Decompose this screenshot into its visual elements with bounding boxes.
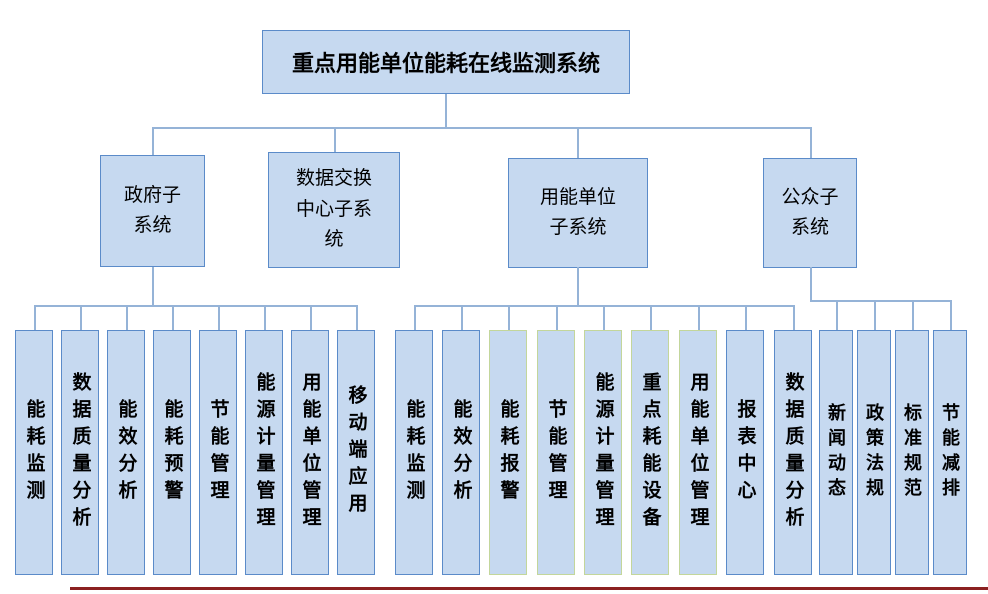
- leaf-box: 用能单位管理: [679, 330, 717, 575]
- leaf-box: 新闻动态: [819, 330, 853, 575]
- leaf-box: 节能减排: [933, 330, 967, 575]
- connector-line: [912, 300, 914, 330]
- leaf-box: 用能单位管理: [291, 330, 329, 575]
- connector-line: [126, 305, 128, 330]
- connector-line: [80, 305, 82, 330]
- connector-line: [152, 127, 812, 129]
- connector-line: [34, 305, 36, 330]
- connector-line: [950, 300, 952, 330]
- leaf-box: 能源计量管理: [584, 330, 622, 575]
- connector-line: [310, 305, 312, 330]
- connector-line: [793, 305, 795, 330]
- leaf-box: 节能管理: [199, 330, 237, 575]
- connector-line: [34, 305, 358, 307]
- connector-line: [264, 305, 266, 330]
- connector-line: [152, 127, 154, 155]
- leaf-box: 重点耗能设备: [631, 330, 669, 575]
- leaf-box: 标准规范: [895, 330, 929, 575]
- connector-line: [577, 127, 579, 158]
- connector-line: [556, 305, 558, 330]
- connector-line: [836, 300, 838, 330]
- connector-line: [810, 267, 812, 300]
- leaf-box: 节能管理: [537, 330, 575, 575]
- subsystem-box-public: 公众子 系统: [763, 158, 857, 268]
- footer-divider: [70, 587, 988, 590]
- leaf-box: 数据质量分析: [774, 330, 812, 575]
- connector-line: [810, 127, 812, 158]
- connector-line: [172, 305, 174, 330]
- connector-line: [577, 267, 579, 305]
- leaf-box: 能耗监测: [15, 330, 53, 575]
- connector-line: [745, 305, 747, 330]
- connector-line: [874, 300, 876, 330]
- leaf-box: 能耗监测: [395, 330, 433, 575]
- subsystem-box-data-exchange-center: 数据交换 中心子系 统: [268, 152, 400, 268]
- subsystem-box-energy-unit: 用能单位 子系统: [508, 158, 648, 268]
- connector-line: [414, 305, 416, 330]
- connector-line: [650, 305, 652, 330]
- leaf-box: 能效分析: [442, 330, 480, 575]
- connector-line: [461, 305, 463, 330]
- connector-line: [810, 300, 952, 302]
- connector-line: [508, 305, 510, 330]
- connector-line: [603, 305, 605, 330]
- leaf-box: 移动端应用: [337, 330, 375, 575]
- connector-line: [445, 94, 447, 127]
- leaf-box: 数据质量分析: [61, 330, 99, 575]
- connector-line: [356, 305, 358, 330]
- leaf-box: 能耗报警: [489, 330, 527, 575]
- connector-line: [152, 267, 154, 305]
- connector-line: [334, 127, 336, 152]
- leaf-box: 报表中心: [726, 330, 764, 575]
- subsystem-box-government: 政府子 系统: [100, 155, 205, 267]
- root-title-box: 重点用能单位能耗在线监测系统: [262, 30, 630, 94]
- connector-line: [698, 305, 700, 330]
- leaf-box: 能源计量管理: [245, 330, 283, 575]
- leaf-box: 能效分析: [107, 330, 145, 575]
- leaf-box: 能耗预警: [153, 330, 191, 575]
- leaf-box: 政策法规: [857, 330, 891, 575]
- connector-line: [218, 305, 220, 330]
